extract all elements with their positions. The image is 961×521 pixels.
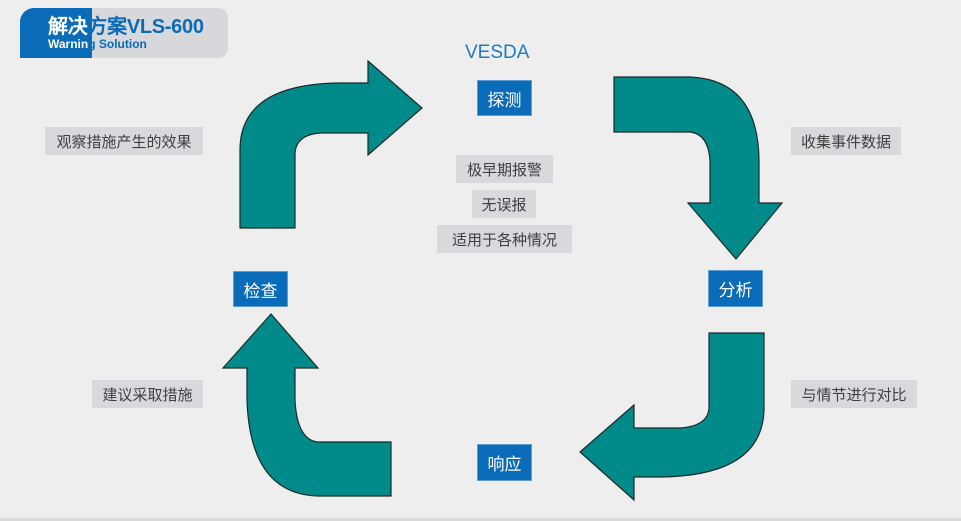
feature-note: 适用于各种情况 (437, 225, 572, 253)
stage-respond: 响应 (478, 445, 531, 480)
transition-note-detect-to-analyze: 收集事件数据 (791, 127, 901, 155)
stage-inspect: 检查 (234, 272, 287, 306)
transition-note-analyze-to-respond: 与情节进行对比 (791, 380, 917, 408)
system-label: VESDA (465, 42, 530, 63)
transition-note-respond-to-inspect: 建议采取措施 (92, 380, 203, 408)
feature-note: 极早期报警 (456, 155, 553, 183)
feature-note: 无误报 (472, 190, 536, 218)
stage-detect: 探测 (478, 81, 531, 115)
logo-text: 解决方案VLS-600 Warning Solution (48, 16, 204, 50)
stage-analyze: 分析 (709, 271, 762, 306)
bottom-divider (0, 518, 961, 521)
arrow-respond-to-inspect (221, 313, 392, 497)
logo-title: 解决方案VLS-600 (48, 16, 204, 38)
arrow-detect-to-analyze (613, 76, 784, 260)
transition-note-inspect-to-detect: 观察措施产生的效果 (45, 127, 203, 155)
arrow-inspect-to-detect (239, 59, 423, 229)
header-logo: 解决方案VLS-600 Warning Solution (20, 8, 228, 58)
logo-blue-block (20, 8, 92, 58)
logo-subtitle: Warning Solution (48, 37, 147, 51)
arrow-analyze-to-respond (579, 332, 765, 502)
